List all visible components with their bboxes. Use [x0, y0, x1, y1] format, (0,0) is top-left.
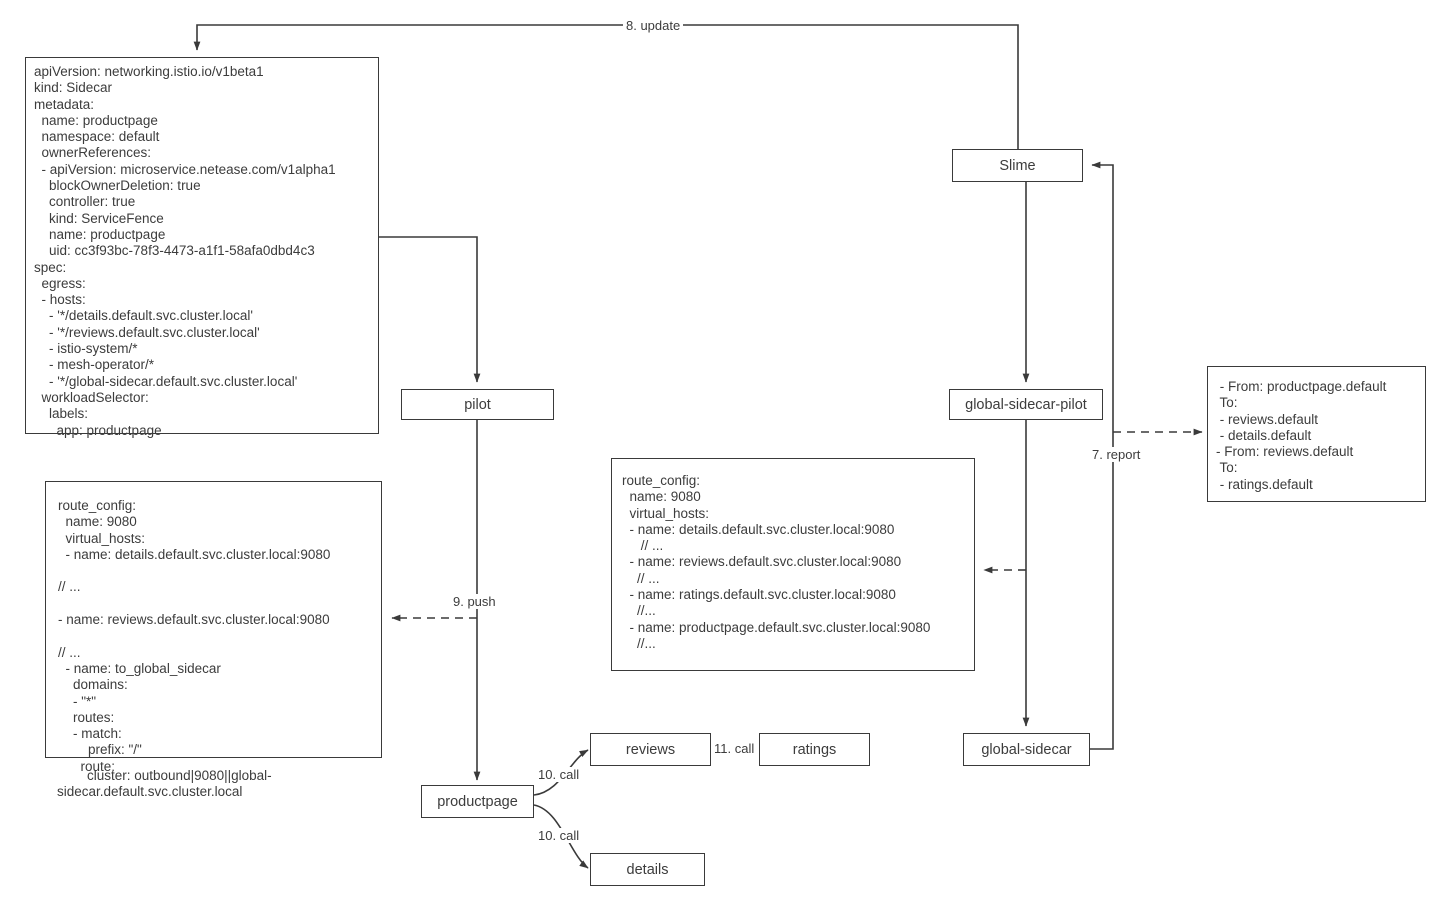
node-productpage-label: productpage	[437, 793, 518, 810]
accesslog-report-box: - From: productpage.default To: - review…	[1207, 366, 1426, 502]
node-global-sidecar-pilot[interactable]: global-sidecar-pilot	[949, 389, 1103, 420]
global-sidecar-route-config-text: route_config: name: 9080 virtual_hosts: …	[622, 473, 931, 651]
node-global-sidecar[interactable]: global-sidecar	[963, 733, 1090, 766]
node-pilot[interactable]: pilot	[401, 389, 554, 420]
pilot-route-config-text: route_config: name: 9080 virtual_hosts: …	[58, 498, 331, 774]
sidecar-resource-text: apiVersion: networking.istio.io/v1beta1 …	[34, 64, 336, 438]
accesslog-report-text: - From: productpage.default To: - review…	[1216, 379, 1387, 492]
node-details[interactable]: details	[590, 853, 705, 886]
edge-label-report: 7. report	[1089, 447, 1144, 462]
node-pilot-label: pilot	[464, 396, 491, 413]
pilot-route-config-overflow-line-2: sidecar.default.svc.cluster.local	[57, 784, 243, 799]
node-ratings[interactable]: ratings	[759, 733, 870, 766]
edge-label-update: 8. update	[623, 18, 684, 33]
node-slime[interactable]: Slime	[952, 149, 1083, 182]
node-reviews[interactable]: reviews	[590, 733, 711, 766]
node-details-label: details	[626, 861, 669, 878]
node-ratings-label: ratings	[792, 741, 837, 758]
edge-label-call-reviews: 10. call	[535, 767, 583, 782]
node-productpage[interactable]: productpage	[421, 785, 534, 818]
pilot-route-config-box: route_config: name: 9080 virtual_hosts: …	[45, 481, 382, 774]
edge-label-call-ratings: 11. call	[711, 741, 758, 756]
node-global-sidecar-pilot-label: global-sidecar-pilot	[965, 396, 1087, 413]
edge-label-call-details: 10. call	[535, 828, 583, 843]
global-sidecar-route-config-box: route_config: name: 9080 virtual_hosts: …	[611, 458, 975, 671]
node-slime-label: Slime	[999, 157, 1036, 174]
edge-label-push: 9. push	[450, 594, 499, 609]
sidecar-resource-box: apiVersion: networking.istio.io/v1beta1 …	[25, 57, 379, 438]
node-global-sidecar-label: global-sidecar	[981, 741, 1072, 758]
node-reviews-label: reviews	[625, 741, 676, 758]
pilot-route-config-overflow-line-1: cluster: outbound|9080||global-	[57, 768, 272, 783]
